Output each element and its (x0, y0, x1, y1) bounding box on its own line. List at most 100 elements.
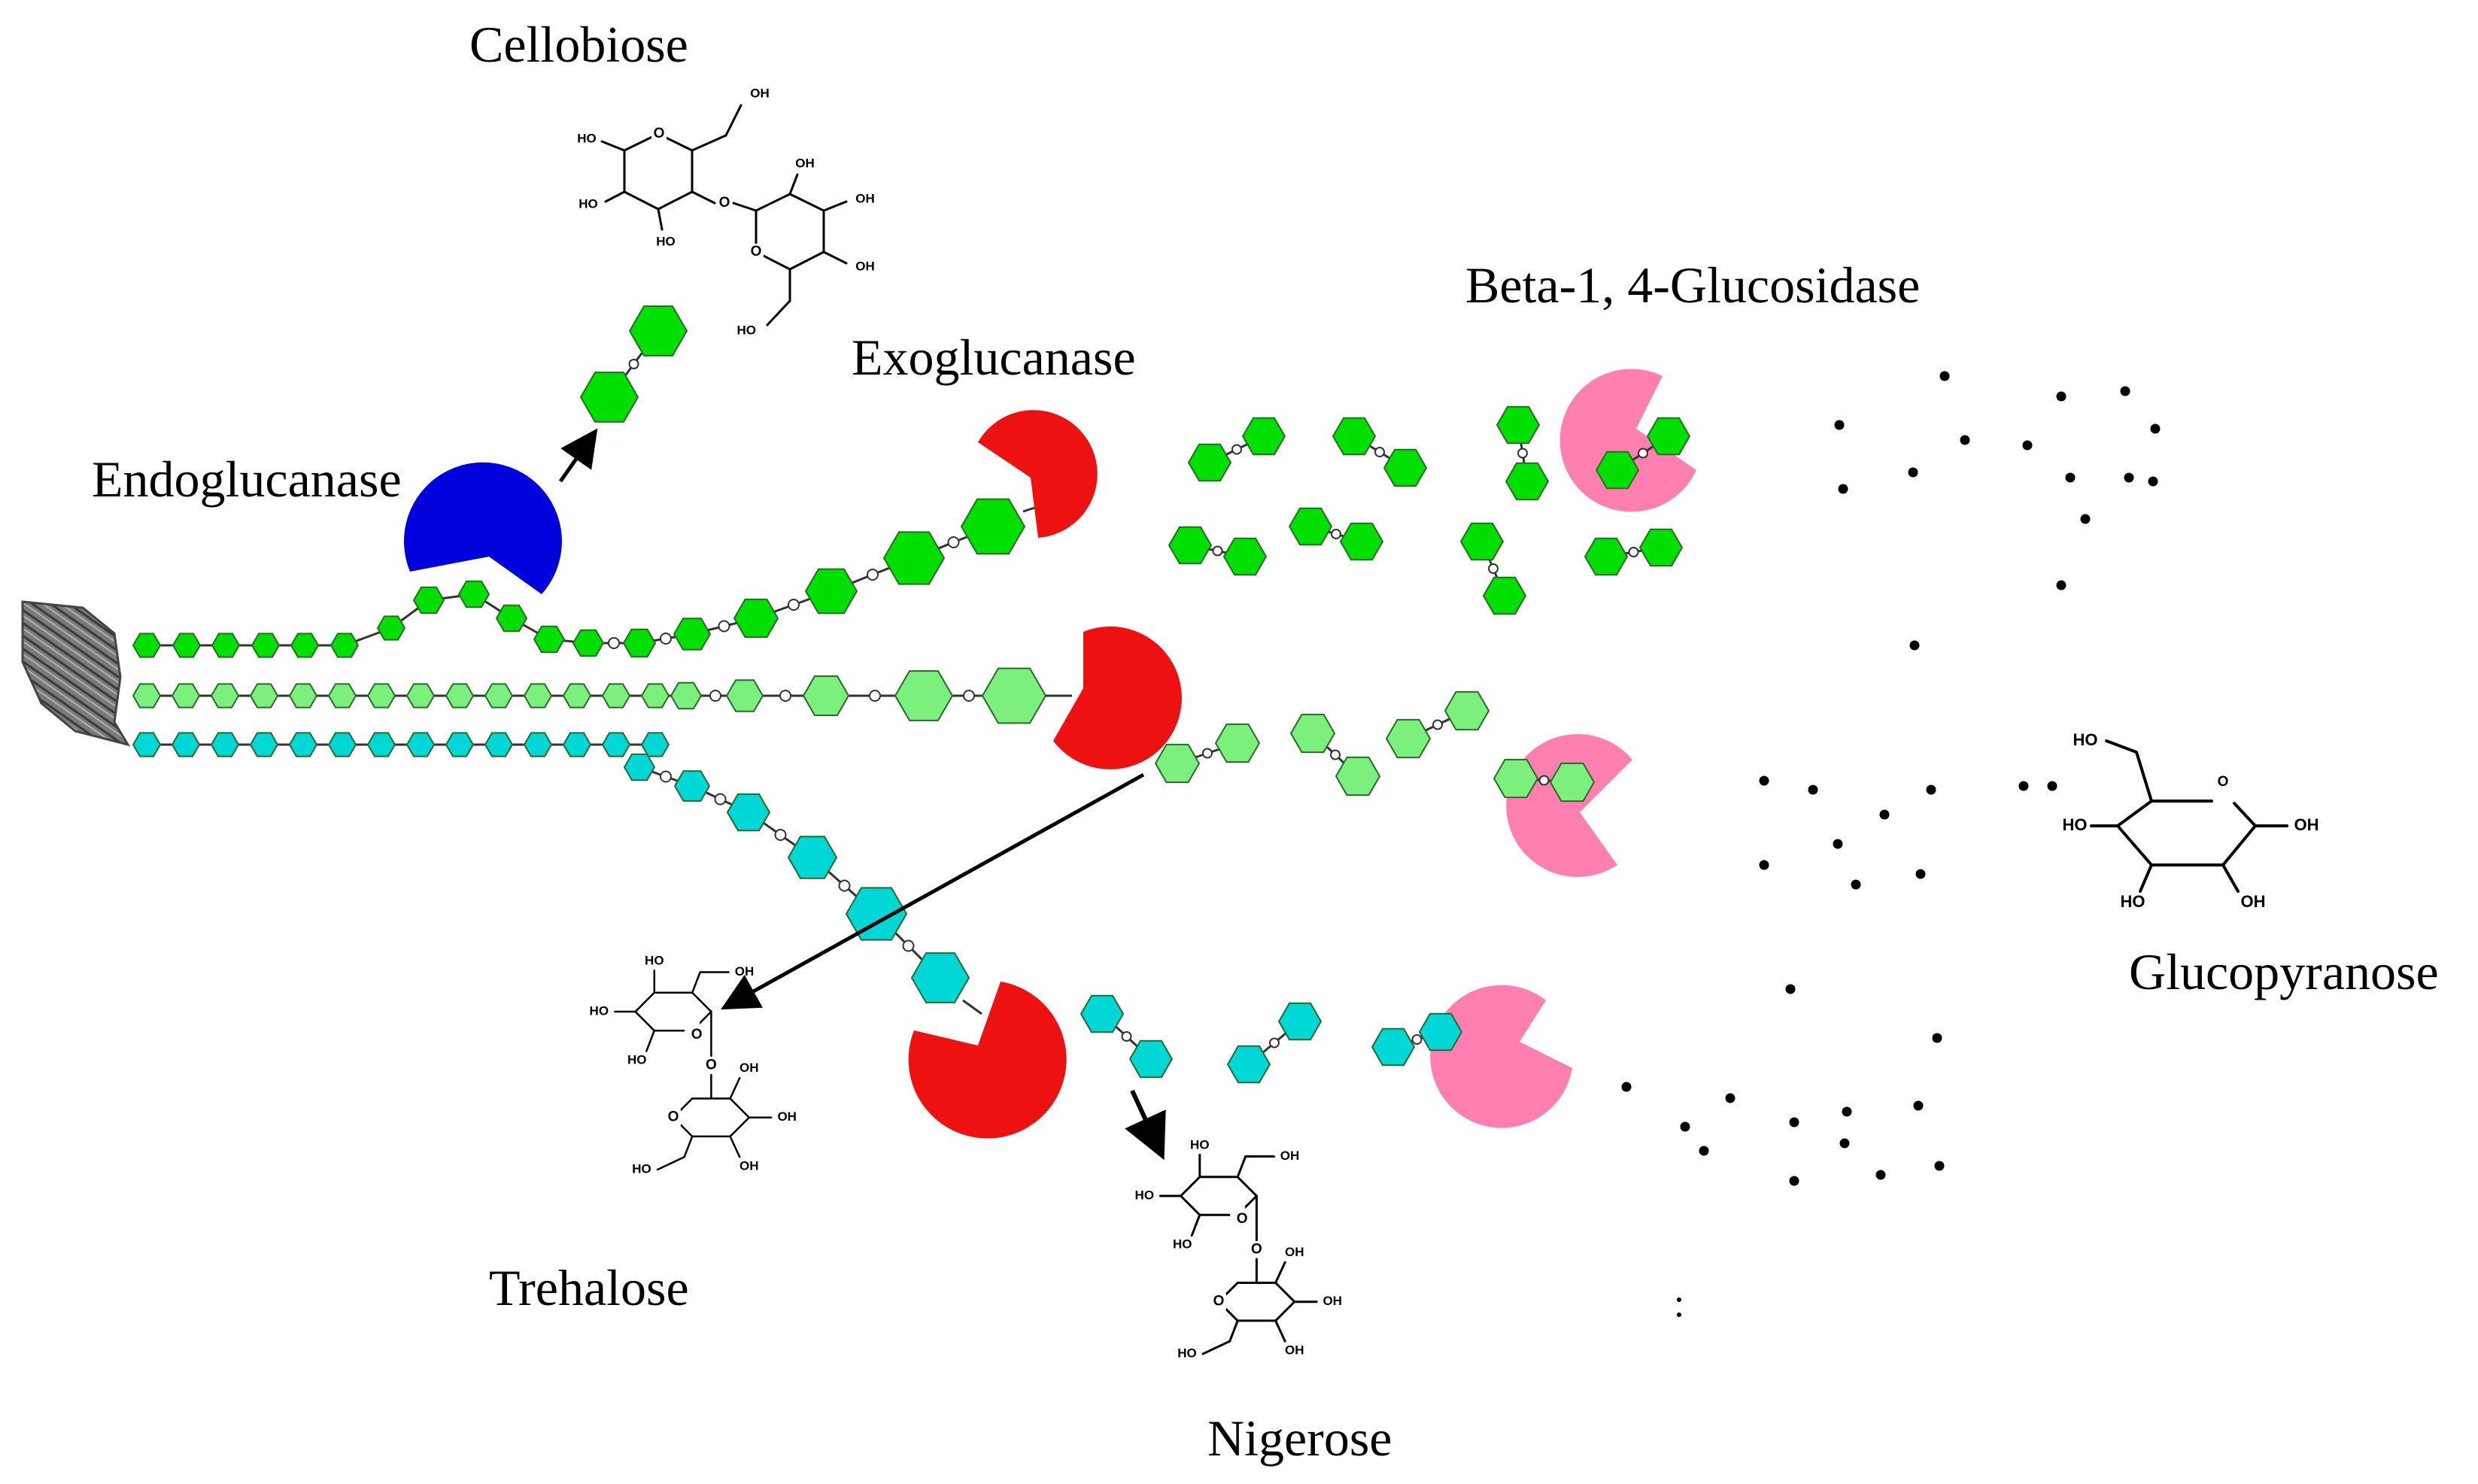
label-trehalose: Trehalose (489, 1259, 689, 1316)
glycosidic-oxygen-dot (947, 536, 960, 548)
chemical-group-label: HO (2063, 815, 2088, 834)
chemical-group-label: OH (795, 156, 815, 170)
chemical-group-label: OH (739, 1158, 759, 1173)
glucose-molecule-dot-icon (2056, 391, 2067, 402)
glycosidic-oxygen-dot (608, 637, 620, 649)
glycosidic-oxygen-dot (1231, 444, 1242, 455)
glucose-unit-hexagon-icon (1222, 537, 1268, 576)
glucose-unit-hexagon-icon (172, 633, 202, 658)
chemical-group-label: O (654, 126, 665, 141)
glycosidic-oxygen-dot (1517, 448, 1528, 459)
glucose-unit-hexagon-icon (1241, 417, 1286, 456)
glycosidic-oxygen-dot (709, 690, 721, 702)
glucose-unit-hexagon-icon (1482, 576, 1527, 615)
glucose-unit-hexagon-icon (725, 679, 764, 712)
glucose-unit-hexagon-icon (249, 732, 279, 757)
glucose-unit-hexagon-icon (457, 580, 490, 608)
glucose-unit-hexagon-icon (533, 625, 566, 654)
glucose-molecule-dot-icon (1913, 1100, 1924, 1111)
glucose-unit-hexagon-icon (1289, 713, 1336, 754)
glucose-unit-hexagon-icon (802, 675, 850, 716)
glycosidic-oxygen-dot (660, 633, 672, 645)
arrow-to-trehalose-icon (721, 772, 1145, 1010)
glucose-dots (1621, 371, 2161, 1186)
glycosidic-oxygen-dot (1330, 749, 1341, 760)
chemical-group-label: OH (750, 86, 770, 100)
glucose-unit-hexagon-icon (1288, 507, 1333, 546)
chemical-bond-line (729, 1135, 741, 1158)
glycosidic-oxygen-dot (867, 569, 879, 581)
chemical-bond-line (2116, 800, 2153, 827)
chemical-group-label: O (691, 1027, 703, 1042)
chemical-group-label: OH (739, 1061, 759, 1075)
chemical-bond-line (683, 1135, 694, 1158)
cellulose-chain-cyan (132, 732, 982, 1015)
chemical-bond-line (1190, 1213, 1201, 1237)
chemical-group-label: HO (632, 1161, 651, 1176)
chemical-group-label: OH (1280, 1149, 1300, 1163)
glycosidic-oxygen-dot (660, 770, 672, 783)
glucose-molecule-dot-icon (1932, 1033, 1942, 1043)
glucose-molecule-dot-icon (1851, 879, 1861, 890)
glucose-molecule-dot-icon (1908, 467, 1918, 478)
glucose-molecule-dot-icon (2080, 514, 2091, 524)
glycosidic-bond-line (962, 999, 982, 1015)
glucose-unit-hexagon-icon (132, 633, 162, 658)
glucose-molecule-dot-icon (2148, 476, 2158, 487)
chemical-group-label: OH (2294, 815, 2319, 834)
chemical-group-label: OH (855, 259, 875, 273)
cellulose-fiber-icon (21, 600, 131, 747)
chemical-bond-line (2233, 802, 2257, 827)
glucose-unit-hexagon-icon (1595, 451, 1640, 490)
glucose-unit-hexagon-icon (376, 615, 406, 641)
cellulose-chain-dark-green (132, 498, 1043, 658)
chemical-group-label: OH (1285, 1343, 1304, 1357)
glucose-molecule-dot-icon (1680, 1121, 1690, 1132)
glucose-molecule-dot-icon (1833, 839, 1843, 849)
glucose-unit-hexagon-icon (249, 683, 279, 709)
chemical-group-label: HO (590, 1003, 609, 1018)
glucose-unit-hexagon-icon (562, 683, 592, 709)
glucose-molecule-dot-icon (1875, 1170, 1886, 1180)
endoglucanase-enzyme-icon (403, 462, 562, 594)
chemical-bond-line (788, 173, 799, 196)
glucose-unit-hexagon-icon (484, 732, 514, 757)
chemical-bond-line (2139, 863, 2153, 893)
glucose-unit-hexagon-icon (622, 628, 657, 658)
chemical-group-label: O (2218, 774, 2229, 790)
glucose-unit-hexagon-icon (1168, 526, 1213, 565)
glycosidic-oxygen-dot (869, 690, 881, 702)
glucose-unit-hexagon-icon (623, 753, 656, 781)
glucose-molecule-dot-icon (1960, 435, 1970, 445)
glycosidic-oxygen-dot (1202, 748, 1213, 759)
glucose-molecule-dot-icon (1839, 1138, 1850, 1149)
arrow-to-cellobiose-icon (558, 428, 598, 483)
glycosidic-oxygen-dot (1411, 1034, 1423, 1045)
glycosidic-oxygen-dot (902, 939, 915, 952)
glucose-unit-hexagon-icon (1418, 1012, 1463, 1052)
glucose-unit-hexagon-icon (366, 732, 396, 757)
glucose-unit-hexagon-icon (523, 683, 553, 709)
chemical-group-label: HO (1190, 1137, 1210, 1152)
glucose-molecule-dot-icon (2120, 386, 2130, 396)
chemical-bond-line (645, 1029, 656, 1052)
glycosidic-oxygen-dot (779, 690, 791, 702)
chemical-bond-line (1274, 1261, 1286, 1284)
glucose-molecule-dot-icon (1838, 484, 1848, 494)
chemical-group-label: HO (2121, 892, 2145, 911)
glucose-unit-hexagon-icon (845, 887, 908, 941)
chemical-group-label: O (1237, 1211, 1248, 1227)
glucose-unit-hexagon-icon (640, 732, 670, 757)
glucose-unit-hexagon-icon (1226, 1045, 1271, 1084)
chemical-group-label: HO (645, 953, 664, 967)
glucose-unit-hexagon-icon (726, 793, 771, 832)
mark-dot (1677, 1297, 1681, 1302)
chemical-group-label: O (751, 244, 762, 259)
chemical-bond-line (691, 134, 727, 152)
chemical-bond-line (691, 190, 716, 205)
glucose-unit-hexagon-icon (412, 586, 445, 615)
arrow-to-nigerose-icon (1125, 1089, 1166, 1161)
